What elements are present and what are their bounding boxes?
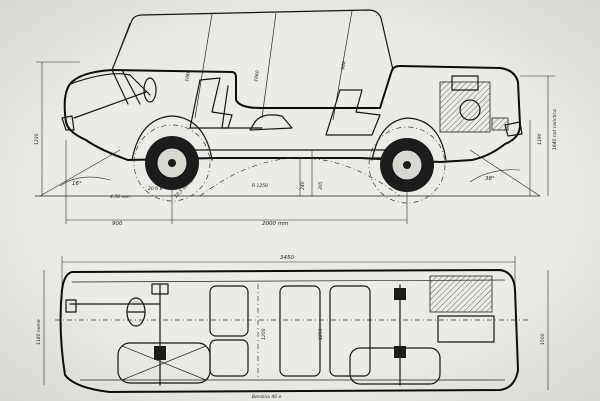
soft-top-outline bbox=[111, 9, 394, 71]
approach-angle-label: 16° bbox=[72, 181, 82, 187]
departure-angle-label: 38° bbox=[485, 176, 495, 182]
front-wheel-arch bbox=[131, 115, 213, 161]
approach-angle-arc bbox=[59, 176, 111, 187]
front-seat-left bbox=[189, 77, 233, 129]
steering-column bbox=[73, 91, 147, 119]
rear-axle-top-mount bbox=[394, 288, 406, 300]
engine-head bbox=[451, 75, 479, 91]
steering-wheel bbox=[143, 77, 157, 103]
canopy-bow-middle bbox=[261, 12, 277, 119]
rear-axle-bottom-mount bbox=[394, 346, 406, 358]
front-track-label: 1180 nome bbox=[36, 319, 42, 345]
plan-seat-middle bbox=[279, 285, 321, 377]
windshield bbox=[111, 69, 141, 105]
canopy-bow-front bbox=[194, 13, 213, 119]
tire-size-label: 4.50 non bbox=[110, 194, 130, 200]
plan-center-caption-b-label: 1250 bbox=[318, 328, 324, 340]
departure-angle-arc bbox=[469, 169, 521, 183]
right-height-label: 1190 bbox=[537, 133, 543, 145]
dim-roof-rear-label: 980 bbox=[340, 61, 347, 71]
dim-roof-mid-label: 1060 bbox=[253, 70, 261, 82]
wheelbase-label: 2000 mm bbox=[262, 221, 288, 227]
front-bumper bbox=[61, 115, 75, 131]
plan-rear-tire bbox=[349, 347, 441, 385]
fuel-tank-label: Benzina 40 e bbox=[252, 394, 282, 400]
front-seat-right bbox=[221, 85, 263, 129]
rear-hub-cap bbox=[403, 161, 411, 169]
plan-gearbox bbox=[437, 315, 495, 343]
seat-cushion bbox=[249, 114, 293, 131]
rear-seat bbox=[325, 89, 381, 136]
rear-wheel bbox=[368, 126, 446, 204]
front-overhang-label: 900 bbox=[112, 221, 123, 227]
turning-radius-label: R 1250 bbox=[252, 183, 268, 189]
left-height-label: 1230 bbox=[34, 133, 40, 145]
plan-seat-passenger bbox=[209, 339, 249, 377]
plan-center-caption-label: 1200 bbox=[261, 328, 267, 340]
departure-angle-line bbox=[469, 149, 541, 197]
width-label: 1500 bbox=[540, 333, 546, 345]
body-outline bbox=[63, 64, 522, 164]
hood-line bbox=[69, 73, 151, 96]
plan-front-bumper bbox=[65, 299, 77, 313]
tire-label-a: 20 ti 8 bbox=[148, 186, 163, 192]
front-wheel bbox=[133, 124, 211, 202]
overall-length-label: 3450 bbox=[280, 255, 294, 261]
clearance-b-label: 305 bbox=[318, 181, 324, 190]
right-height-note-label: 1640 not carictica bbox=[552, 109, 558, 150]
plan-engine-block bbox=[429, 275, 493, 313]
front-axle-top-mount bbox=[151, 283, 169, 295]
dim-roof-front-label: 1080 bbox=[184, 70, 192, 82]
engine-flywheel bbox=[459, 99, 481, 121]
approach-angle-line bbox=[39, 149, 121, 197]
plan-view: 3450 1180 nome 1500 bbox=[36, 255, 549, 400]
rear-wheel-travel bbox=[368, 126, 446, 204]
side-view: 1080 1060 980 1230 1640 not carictica 11… bbox=[34, 9, 558, 227]
plan-seat-driver bbox=[209, 285, 249, 337]
clearance-a-label: 240 bbox=[300, 181, 306, 190]
canopy-front-frame bbox=[111, 22, 131, 71]
plan-front-tire-cross-b bbox=[121, 345, 207, 381]
front-axle-bottom-mount bbox=[154, 346, 166, 360]
rear-bumper bbox=[504, 121, 523, 137]
front-hub-cap bbox=[168, 159, 176, 167]
plan-body-outline bbox=[59, 268, 520, 394]
front-wheel-travel bbox=[133, 124, 211, 202]
